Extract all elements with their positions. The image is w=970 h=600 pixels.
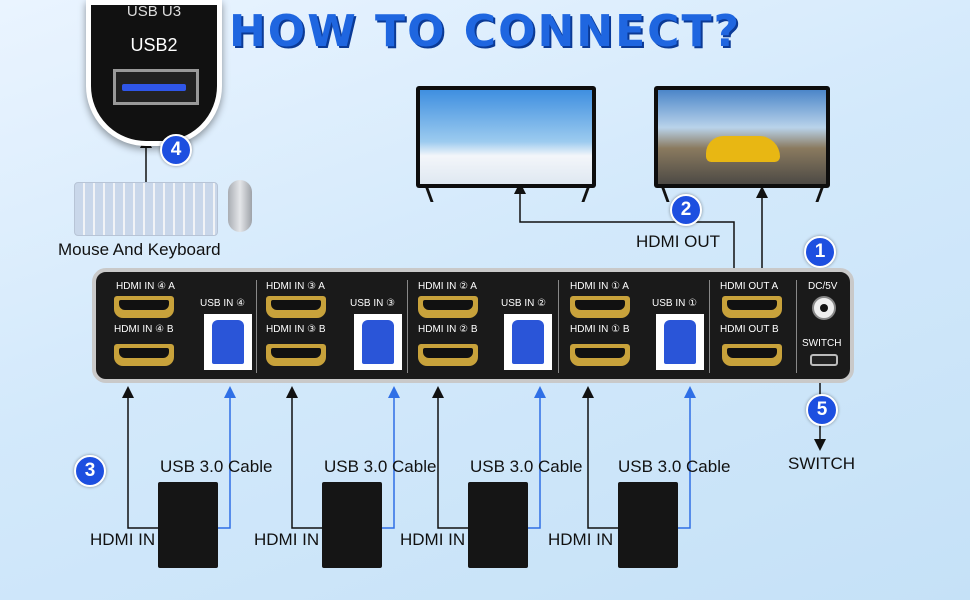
hdmi-in-4b-label: HDMI IN ④ B	[114, 324, 174, 335]
mouse-icon	[228, 180, 252, 232]
hdmi-in-label-2: HDMI IN	[254, 530, 320, 549]
switch-port-label: SWITCH	[802, 338, 842, 349]
hdmi-in-4b-port	[114, 344, 174, 366]
hdmi-out-a-label: HDMI OUT A	[720, 281, 779, 292]
car-screen-image	[658, 90, 826, 184]
computer-tower-4	[618, 482, 678, 568]
step-badge-2: 2	[670, 194, 702, 226]
usb-in-4-label: USB IN ④	[200, 298, 246, 309]
ski-screen-image	[420, 90, 592, 184]
usb-in-4-port	[204, 314, 252, 370]
hdmi-out-b-port	[722, 344, 782, 366]
hdmi-in-1b-port	[570, 344, 630, 366]
hdmi-in-4a-label: HDMI IN ④ A	[116, 281, 175, 292]
usb-cable-label-2: USB 3.0 Cable	[324, 457, 437, 476]
hdmi-in-3b-label: HDMI IN ③ B	[266, 324, 326, 335]
hdmi-in-1a-label: HDMI IN ① A	[570, 281, 629, 292]
monitor-1	[416, 86, 596, 188]
page-title: HOW TO CONNECT?	[228, 6, 742, 57]
hdmi-in-3a-port	[266, 296, 326, 318]
step-badge-5: 5	[806, 394, 838, 426]
switch-port-icon	[810, 354, 838, 366]
usb-in-1-port	[656, 314, 704, 370]
step-badge-1: 1	[804, 236, 836, 268]
usb-cable-label-3: USB 3.0 Cable	[470, 457, 583, 476]
kvm-switch-panel: HDMI IN ④ A HDMI IN ④ B USB IN ④ HDMI IN…	[92, 268, 854, 383]
hdmi-in-2b-label: HDMI IN ② B	[418, 324, 478, 335]
hdmi-in-label-1: HDMI IN	[90, 530, 156, 549]
peripherals-label: Mouse And Keyboard	[58, 240, 221, 259]
usb-zoom-clipped-label: USB U3	[126, 3, 182, 20]
usb-zoom-label: USB2	[130, 35, 178, 55]
hdmi-in-1a-port	[570, 296, 630, 318]
hdmi-in-1b-label: HDMI IN ① B	[570, 324, 630, 335]
hdmi-in-3a-label: HDMI IN ③ A	[266, 281, 325, 292]
usb-in-1-label: USB IN ①	[652, 298, 698, 309]
usb-in-2-port	[504, 314, 552, 370]
hdmi-in-2a-label: HDMI IN ② A	[418, 281, 477, 292]
hdmi-out-label: HDMI OUT	[636, 232, 721, 251]
hdmi-in-label-4: HDMI IN	[548, 530, 614, 549]
computer-tower-3	[468, 482, 528, 568]
usb-in-2-label: USB IN ②	[501, 298, 547, 309]
usb-port-icon	[113, 69, 199, 105]
hdmi-in-4a-port	[114, 296, 174, 318]
dc-label: DC/5V	[808, 281, 838, 292]
step-badge-3: 3	[74, 455, 106, 487]
keyboard-icon	[74, 182, 218, 236]
hdmi-in-label-3: HDMI IN	[400, 530, 466, 549]
hdmi-in-2a-port	[418, 296, 478, 318]
hdmi-out-a-port	[722, 296, 782, 318]
usb-in-3-label: USB IN ③	[350, 298, 396, 309]
usb-port-zoom: USB U3 USB2	[86, 0, 222, 146]
usb-cable-label-4: USB 3.0 Cable	[618, 457, 731, 476]
dc-power-jack-icon	[812, 296, 836, 320]
switch-label: SWITCH	[788, 454, 856, 473]
step-badge-4: 4	[160, 134, 192, 166]
monitor-2	[654, 86, 830, 188]
hdmi-in-2b-port	[418, 344, 478, 366]
hdmi-in-3b-port	[266, 344, 326, 366]
usb-cable-label-1: USB 3.0 Cable	[160, 457, 273, 476]
computer-tower-1	[158, 482, 218, 568]
hdmi-out-b-label: HDMI OUT B	[720, 324, 779, 335]
computer-tower-2	[322, 482, 382, 568]
usb-in-3-port	[354, 314, 402, 370]
